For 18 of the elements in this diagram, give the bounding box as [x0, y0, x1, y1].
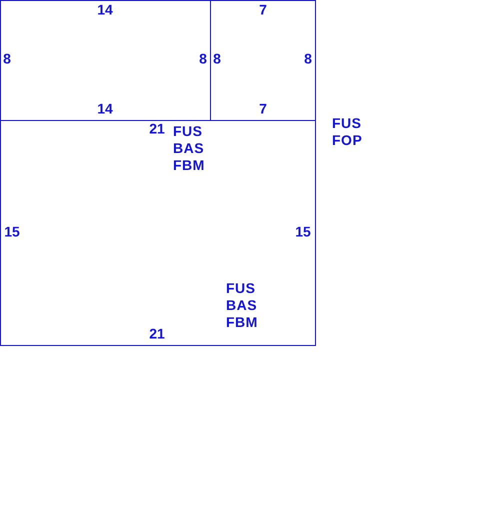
dimension-label: 21 [149, 326, 165, 342]
dimension-label: 8 [213, 50, 221, 68]
rectangle-outline [210, 0, 316, 121]
code-label: FUS FOP [332, 115, 364, 149]
dimension-label: 14 [97, 100, 113, 118]
code-label: FUS BAS FBM [226, 280, 259, 331]
dimension-label: 7 [259, 100, 267, 118]
rectangle-outline [0, 0, 211, 121]
dimension-label: 21 [149, 120, 165, 138]
dimension-label: 7 [259, 2, 267, 18]
rectangle-outline [0, 120, 316, 346]
dimension-label: 15 [295, 224, 311, 240]
code-label: FUS BAS FBM [173, 123, 206, 174]
dimension-label: 8 [304, 50, 312, 68]
dimension-label: 14 [97, 2, 113, 18]
dimension-label: 8 [3, 50, 11, 68]
dimension-label: 8 [199, 50, 207, 68]
dimension-label: 15 [4, 224, 20, 240]
